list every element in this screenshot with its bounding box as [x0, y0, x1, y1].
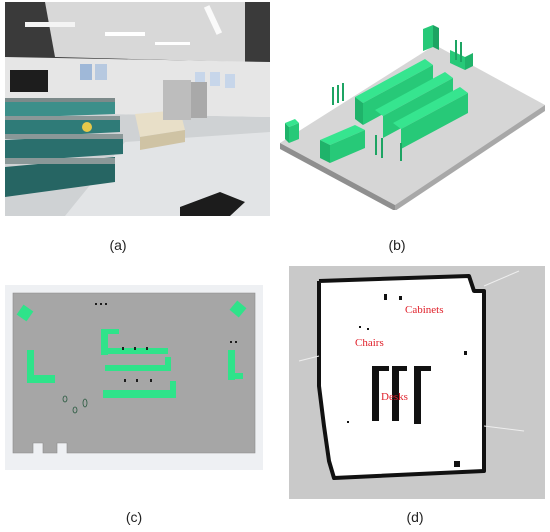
panel-c-top-view [5, 285, 263, 470]
label-cabinets: Cabinets [405, 304, 444, 316]
panel-d-occupancy-map: Cabinets Chairs Desks [289, 266, 545, 499]
desk-marks-map [372, 366, 431, 424]
caption-a: (a) [109, 237, 127, 253]
caption-d: (d) [406, 509, 424, 525]
desk-rows-3d [355, 59, 468, 149]
caption-c: (c) [125, 509, 143, 525]
caption-b: (b) [388, 237, 406, 253]
3d-model [280, 25, 545, 210]
classroom-photo [5, 2, 270, 216]
label-desks: Desks [381, 391, 408, 403]
desk-rows-top [101, 329, 176, 398]
panel-a-photo [5, 2, 270, 216]
top-view-model [5, 285, 263, 470]
panel-b-3d-model [275, 15, 547, 210]
label-chairs: Chairs [355, 337, 384, 349]
occupancy-map: Cabinets Chairs Desks [289, 266, 545, 499]
